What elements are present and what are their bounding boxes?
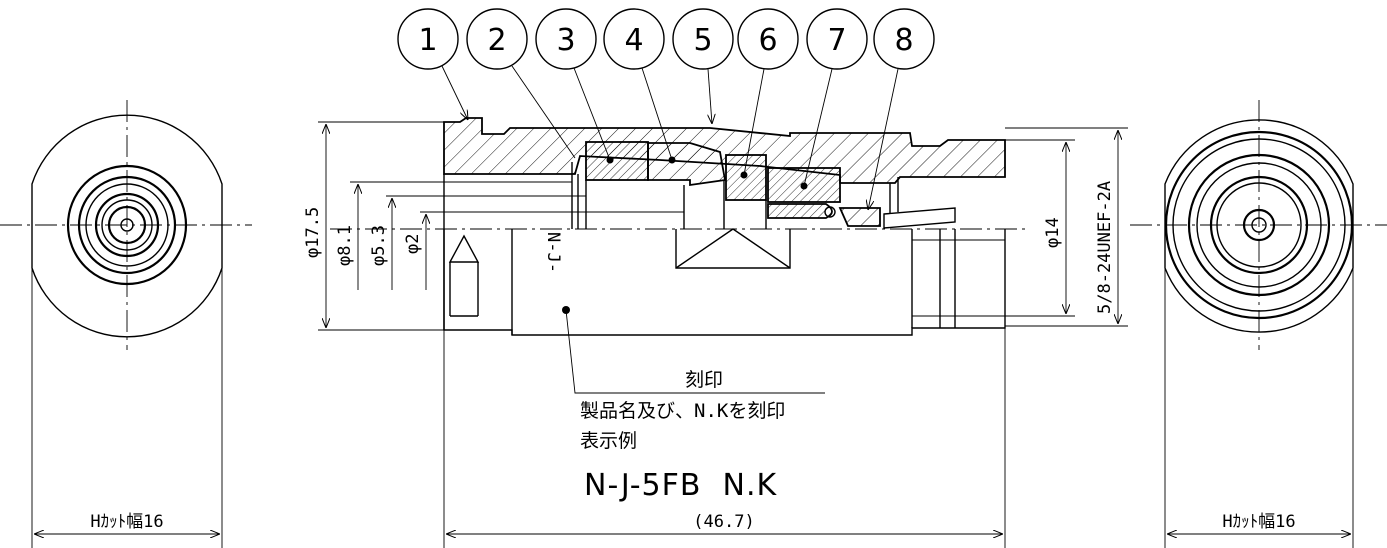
dim-length: (46.7)	[693, 512, 754, 532]
main-side-view: N-J-	[330, 117, 1030, 394]
marking-note: 刻印 製品名及び、N.Kを刻印 表示例 N-J-5FB N.K	[580, 369, 785, 503]
balloon-8: 8	[868, 8, 935, 210]
balloon-7: 7	[800, 8, 868, 190]
length-dimension: (46.7)	[443, 316, 1006, 548]
part-4-section	[647, 142, 727, 187]
diameter-dimensions: φ17.5 φ8.1 φ5.3 φ2	[303, 121, 684, 331]
dim-d2: φ2	[403, 234, 423, 254]
svg-text:1: 1	[418, 23, 437, 58]
thread-dimensions: φ14 5/8-24UNEF-2A	[1005, 127, 1128, 327]
svg-text:2: 2	[487, 23, 506, 58]
marking-label: 刻印	[685, 369, 723, 391]
svg-text:4: 4	[624, 23, 643, 58]
svg-text:6: 6	[758, 23, 777, 58]
dim-d5-3: φ5.3	[369, 225, 389, 266]
marking-example-label: 表示例	[580, 430, 637, 452]
dim-thread: 5/8-24UNEF-2A	[1095, 181, 1115, 314]
part-3-section	[585, 141, 649, 181]
dim-d14: φ14	[1043, 217, 1063, 248]
balloon-5: 5	[672, 8, 734, 124]
balloon-2: 2	[466, 8, 576, 159]
left-end-view: Hｶｯﾄ幅16	[0, 100, 252, 548]
svg-text:3: 3	[556, 23, 575, 58]
svg-text:7: 7	[827, 23, 846, 58]
balloon-1: 1	[397, 8, 468, 120]
balloon-4: 4	[603, 8, 676, 164]
balloon-6: 6	[737, 8, 799, 179]
lower-outline	[443, 229, 1006, 336]
balloon-3: 3	[535, 8, 614, 164]
contact-pin	[767, 203, 833, 219]
svg-text:8: 8	[894, 23, 913, 58]
hcut-right-label: Hｶｯﾄ幅16	[1222, 512, 1295, 532]
dim-d17-5: φ17.5	[303, 207, 323, 258]
part-balloons: 1 2 3 4 5 6	[397, 8, 935, 210]
svg-text:5: 5	[693, 23, 712, 58]
right-end-view: Hｶｯﾄ幅16	[1130, 100, 1387, 548]
marking-example: N-J-5FB N.K	[584, 468, 778, 503]
hcut-left-label: Hｶｯﾄ幅16	[90, 512, 163, 532]
marking-description: 製品名及び、N.Kを刻印	[580, 400, 785, 422]
stamp-text: N-J-	[543, 232, 563, 273]
dim-d8-1: φ8.1	[335, 225, 355, 266]
part-8-section	[838, 207, 881, 227]
